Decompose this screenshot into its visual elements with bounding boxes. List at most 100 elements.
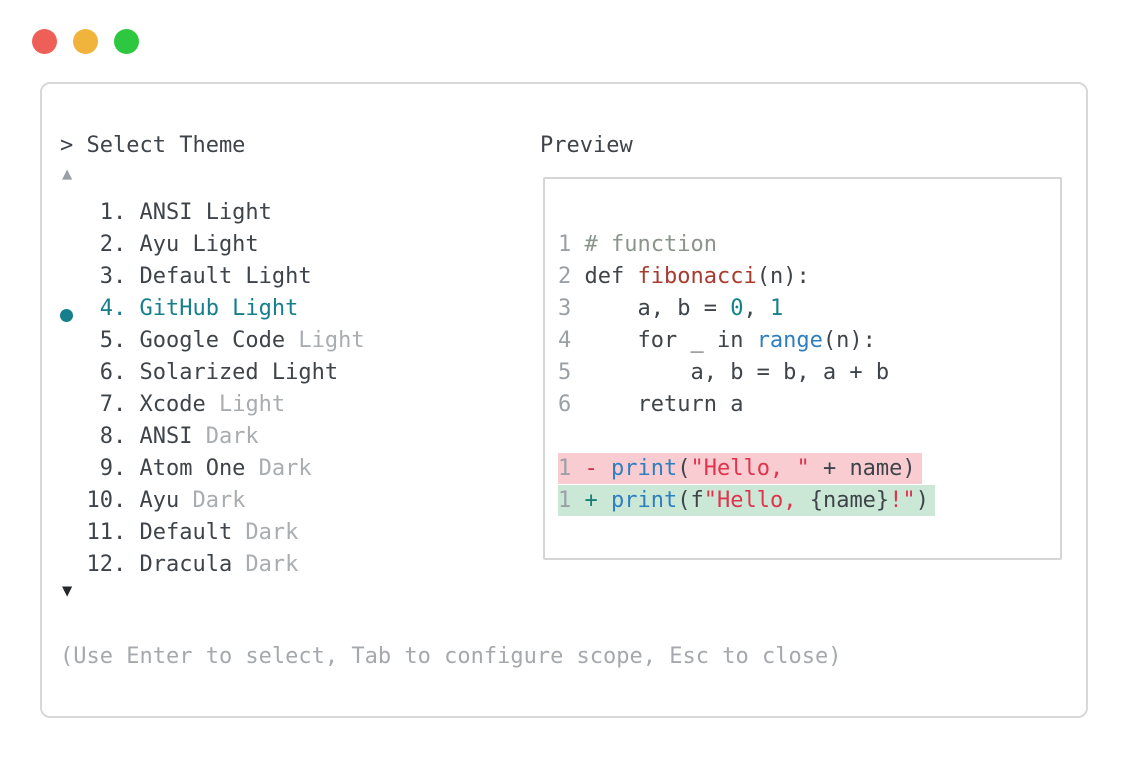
- item-number: 6: [99, 360, 113, 385]
- item-theme-variant: Light: [205, 392, 286, 417]
- code-line: 4 for _ in range(n):: [558, 325, 1060, 357]
- code-token: range: [756, 328, 823, 353]
- code-token: !": [889, 488, 916, 513]
- code-token: +: [584, 488, 611, 513]
- list-item-theme[interactable]: 4. GitHub Light: [60, 293, 365, 325]
- item-number: 7: [99, 392, 113, 417]
- code-token: {name}: [809, 488, 890, 513]
- item-theme-name: Ayu: [139, 488, 180, 513]
- code-token: # function: [584, 232, 717, 257]
- list-item-theme[interactable]: 7. Xcode Light: [60, 389, 365, 421]
- select-theme-title: > Select Theme: [60, 133, 246, 158]
- code-token: a, b = b, a + b: [584, 360, 890, 385]
- code-line: 2 def fibonacci(n):: [558, 261, 1060, 293]
- line-number: 1: [558, 456, 585, 481]
- item-number: 9: [99, 456, 113, 481]
- item-theme-variant: Dark: [179, 488, 246, 513]
- code-line: 1 + print(f"Hello, {name}!"): [558, 485, 1060, 517]
- code-token: a, b =: [584, 296, 731, 321]
- code-token: (n):: [822, 328, 876, 353]
- item-number-separator: .: [112, 232, 140, 257]
- traffic-light-minimize-icon[interactable]: [73, 29, 98, 54]
- footer-hint: (Use Enter to select, Tab to configure s…: [60, 644, 842, 669]
- item-theme-name: Default: [139, 520, 233, 545]
- item-number-separator: .: [112, 520, 140, 545]
- item-number-separator: .: [112, 552, 140, 577]
- item-theme-name: Default Light: [139, 264, 312, 289]
- code-token: ): [915, 488, 929, 513]
- item-theme-name: Dracula: [139, 552, 233, 577]
- code-token: (: [677, 456, 691, 481]
- code-line: 1 - print("Hello, " + name): [558, 453, 1060, 485]
- traffic-light-zoom-icon[interactable]: [114, 29, 139, 54]
- list-item-theme[interactable]: 5. Google Code Light: [60, 325, 365, 357]
- code-line: [558, 421, 1060, 453]
- scroll-down-icon[interactable]: ▼: [62, 581, 73, 601]
- item-number-separator: .: [112, 424, 140, 449]
- list-item-theme[interactable]: 3. Default Light: [60, 261, 365, 293]
- line-number: 4: [558, 328, 585, 353]
- code-line: 6 return a: [558, 389, 1060, 421]
- item-number: 2: [99, 232, 113, 257]
- scroll-up-icon[interactable]: ▲: [62, 164, 73, 184]
- list-item-theme[interactable]: 10. Ayu Dark: [60, 485, 365, 517]
- item-number: 1: [99, 200, 113, 225]
- list-item-theme[interactable]: 11. Default Dark: [60, 517, 365, 549]
- item-number-separator: .: [112, 264, 140, 289]
- item-number: 4: [99, 296, 113, 321]
- code-token: (f: [677, 488, 704, 513]
- code-token: fibonacci: [637, 264, 757, 289]
- code-token: return a: [584, 392, 744, 417]
- line-number: 6: [558, 392, 585, 417]
- code-token: print: [611, 456, 678, 481]
- line-number: 1: [558, 232, 585, 257]
- list-item-theme[interactable]: 12. Dracula Dark: [60, 549, 365, 581]
- item-number-separator: .: [112, 328, 140, 353]
- item-number: 11: [86, 520, 113, 545]
- line-number: 5: [558, 360, 585, 385]
- code-token: "Hello, ": [690, 456, 810, 481]
- code-token: -: [584, 456, 611, 481]
- code-line: 3 a, b = 0, 1: [558, 293, 1060, 325]
- item-theme-name: Atom One: [139, 456, 246, 481]
- item-number-separator: .: [112, 296, 140, 321]
- item-theme-variant: Light: [285, 328, 365, 353]
- code-token: 0: [730, 296, 744, 321]
- code-token: print: [611, 488, 678, 513]
- item-number: 3: [99, 264, 113, 289]
- item-theme-name: ANSI Light: [139, 200, 272, 225]
- code-line: 1 # function: [558, 229, 1060, 261]
- item-theme-variant: Dark: [192, 424, 259, 449]
- traffic-light-close-icon[interactable]: [32, 29, 57, 54]
- list-item-theme[interactable]: 8. ANSI Dark: [60, 421, 365, 453]
- line-number: 3: [558, 296, 585, 321]
- code-token: for _ in: [584, 328, 757, 353]
- list-item-theme[interactable]: 9. Atom One Dark: [60, 453, 365, 485]
- item-theme-name: Solarized Light: [139, 360, 339, 385]
- code-token: 1: [769, 296, 784, 321]
- item-theme-name: ANSI: [139, 424, 193, 449]
- item-number-separator: .: [112, 456, 140, 481]
- list-item-theme[interactable]: 1. ANSI Light: [60, 197, 365, 229]
- list-item-theme[interactable]: 2. Ayu Light: [60, 229, 365, 261]
- line-number: 1: [558, 488, 585, 513]
- item-theme-name: Google Code: [139, 328, 286, 353]
- item-number-separator: .: [112, 392, 140, 417]
- line-number: 2: [558, 264, 585, 289]
- item-number-separator: .: [112, 360, 140, 385]
- item-number-separator: .: [112, 488, 140, 513]
- item-number: 5: [99, 328, 113, 353]
- item-theme-variant: Dark: [232, 552, 299, 577]
- item-theme-name: Ayu Light: [139, 232, 259, 257]
- item-theme-variant: Dark: [245, 456, 312, 481]
- code-token: def: [584, 264, 638, 289]
- selected-dot-icon: [60, 308, 73, 322]
- item-number-separator: .: [112, 200, 140, 225]
- diff-removed-line: 1 - print("Hello, " + name): [558, 453, 922, 484]
- list-item-theme[interactable]: 6. Solarized Light: [60, 357, 365, 389]
- code-token: "Hello,: [703, 488, 810, 513]
- item-number: 8: [99, 424, 113, 449]
